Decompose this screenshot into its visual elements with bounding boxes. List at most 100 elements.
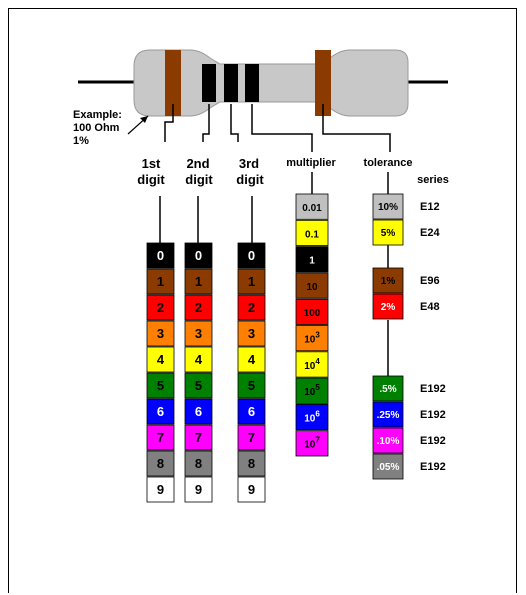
- heading-digit1-line1: 1st: [142, 156, 161, 171]
- leader-tolerance: [322, 104, 391, 152]
- tolerance-label-3: 2%: [381, 302, 396, 313]
- tolerance-label-5: .25%: [377, 410, 400, 421]
- series-label-2: E96: [420, 275, 440, 287]
- figure-frame: [8, 8, 517, 593]
- digit3-swatch-7: [237, 424, 266, 451]
- digit2-swatch-0: [184, 242, 213, 269]
- tolerance-swatch-4: [372, 375, 404, 402]
- tolerance-swatch-1: [372, 219, 404, 246]
- digit3-label-5: 5: [248, 378, 255, 393]
- multiplier-label-2: 1: [309, 256, 315, 267]
- tolerance-label-0: 10%: [378, 202, 398, 213]
- digit2-swatch-3: [184, 320, 213, 347]
- digit1-label-8: 8: [157, 456, 164, 471]
- leader-digit3: [230, 104, 239, 142]
- digit1-swatch-5: [146, 372, 175, 399]
- digit1-swatch-1: [146, 268, 175, 295]
- tolerance-label-2: 1%: [381, 276, 396, 287]
- digit3-swatch-9: [237, 476, 266, 503]
- example-label-line1: Example:: [73, 109, 122, 121]
- digit1-swatch-7: [146, 424, 175, 451]
- digit1-label-9: 9: [157, 482, 164, 497]
- multiplier-swatch-6: [295, 351, 329, 378]
- digit2-swatch-1: [184, 268, 213, 295]
- multiplier-label-7: 105: [304, 383, 320, 398]
- multiplier-label-5: 103: [304, 331, 320, 346]
- digit3-swatch-3: [237, 320, 266, 347]
- digit3-label-0: 0: [248, 248, 255, 263]
- multiplier-label-9: 107: [304, 436, 320, 451]
- digit1-swatch-8: [146, 450, 175, 477]
- series-label-5: E192: [420, 409, 446, 421]
- digit2-label-7: 7: [195, 430, 202, 445]
- heading-digit2-line2: digit: [185, 172, 213, 187]
- series-label-7: E192: [420, 461, 446, 473]
- resistor-band-5: [315, 50, 331, 116]
- digit3-label-3: 3: [248, 326, 255, 341]
- digit3-label-6: 6: [248, 404, 255, 419]
- multiplier-label-1: 0.1: [305, 229, 319, 240]
- resistor-band-3: [224, 64, 238, 102]
- example-arrow-head: [140, 116, 148, 123]
- multiplier-swatch-0: [295, 193, 329, 220]
- digit3-swatch-6: [237, 398, 266, 425]
- series-label-1: E24: [420, 227, 440, 239]
- digit1-swatch-4: [146, 346, 175, 373]
- digit1-label-2: 2: [157, 300, 164, 315]
- tolerance-swatch-3: [372, 293, 404, 320]
- digit1-label-1: 1: [157, 274, 164, 289]
- digit1-swatch-6: [146, 398, 175, 425]
- digit3-swatch-8: [237, 450, 266, 477]
- digit3-label-1: 1: [248, 274, 255, 289]
- digit2-label-4: 4: [195, 352, 203, 367]
- digit1-swatch-3: [146, 320, 175, 347]
- digit2-swatch-2: [184, 294, 213, 321]
- heading-series: series: [417, 174, 449, 186]
- multiplier-swatch-7: [295, 377, 329, 404]
- tolerance-swatch-5: [372, 401, 404, 428]
- digit3-label-9: 9: [248, 482, 255, 497]
- digit1-swatch-9: [146, 476, 175, 503]
- heading-tolerance: tolerance: [364, 157, 413, 169]
- digit1-label-4: 4: [157, 352, 165, 367]
- series-label-0: E12: [420, 201, 440, 213]
- digit2-label-3: 3: [195, 326, 202, 341]
- digit2-label-6: 6: [195, 404, 202, 419]
- digit3-swatch-4: [237, 346, 266, 373]
- multiplier-label-0: 0.01: [302, 203, 322, 214]
- digit1-swatch-2: [146, 294, 175, 321]
- digit2-label-2: 2: [195, 300, 202, 315]
- digit1-label-7: 7: [157, 430, 164, 445]
- tolerance-label-6: .10%: [377, 436, 400, 447]
- heading-multiplier: multiplier: [286, 157, 336, 169]
- digit1-label-6: 6: [157, 404, 164, 419]
- tolerance-swatch-0: [372, 193, 404, 220]
- example-label-line3: 1%: [73, 135, 89, 147]
- digit2-label-5: 5: [195, 378, 202, 393]
- multiplier-label-3: 10: [306, 282, 318, 293]
- digit3-swatch-0: [237, 242, 266, 269]
- resistor-band-4: [245, 64, 259, 102]
- leader-digit2: [202, 104, 210, 142]
- leader-digit1: [164, 104, 174, 142]
- resistor-band-2: [202, 64, 216, 102]
- digit1-label-0: 0: [157, 248, 164, 263]
- heading-digit1-line2: digit: [137, 172, 165, 187]
- digit2-label-0: 0: [195, 248, 202, 263]
- multiplier-swatch-9: [295, 430, 329, 457]
- multiplier-swatch-8: [295, 403, 329, 431]
- multiplier-swatch-2: [295, 246, 329, 273]
- digit2-swatch-5: [184, 372, 213, 399]
- digit2-label-8: 8: [195, 456, 202, 471]
- digit1-swatch-0: [146, 242, 175, 269]
- multiplier-swatch-5: [295, 325, 329, 352]
- multiplier-swatch-1: [295, 219, 329, 247]
- digit2-label-1: 1: [195, 274, 202, 289]
- example-label-line2: 100 Ohm: [73, 122, 120, 134]
- digit2-swatch-9: [184, 476, 213, 503]
- digit3-label-7: 7: [248, 430, 255, 445]
- tolerance-label-7: .05%: [377, 462, 400, 473]
- series-label-4: E192: [420, 383, 446, 395]
